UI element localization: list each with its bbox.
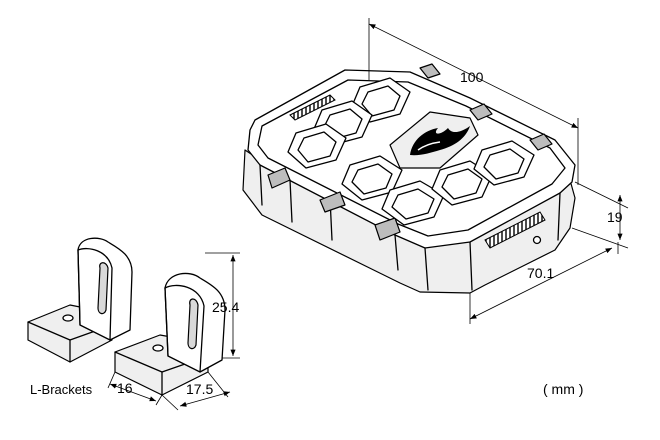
vent-left	[289, 94, 336, 121]
flame-logo-icon	[410, 126, 470, 156]
dim-length-label: 100	[460, 69, 484, 85]
bracket-left	[27, 237, 133, 363]
dimension-length: 100	[368, 18, 579, 185]
device-button-5	[381, 180, 445, 226]
dim-bracket-width-label: 17.5	[186, 381, 213, 397]
vent-right	[484, 211, 546, 249]
button-group	[287, 77, 535, 226]
dimension-bracket-depth: 16	[107, 371, 163, 406]
device-button-3	[287, 123, 347, 169]
remote-device	[242, 63, 576, 294]
dim-bracket-depth-label: 16	[117, 380, 133, 396]
brackets-label: L-Brackets	[30, 382, 93, 397]
device-button-7	[473, 140, 535, 186]
dim-height-label: 19	[607, 209, 623, 225]
dimension-height: 19	[571, 181, 629, 249]
device-button-4	[341, 155, 403, 201]
unit-label: ( mm )	[543, 381, 583, 397]
status-led	[532, 235, 542, 245]
dimension-bracket-width: 17.5	[161, 371, 231, 411]
dimension-width: 70.1	[469, 242, 619, 324]
dim-width-label: 70.1	[527, 265, 554, 281]
dim-bracket-height-label: 25.4	[212, 299, 239, 315]
dimension-bracket-height: 25.4	[205, 252, 240, 359]
bracket-right	[114, 272, 226, 396]
